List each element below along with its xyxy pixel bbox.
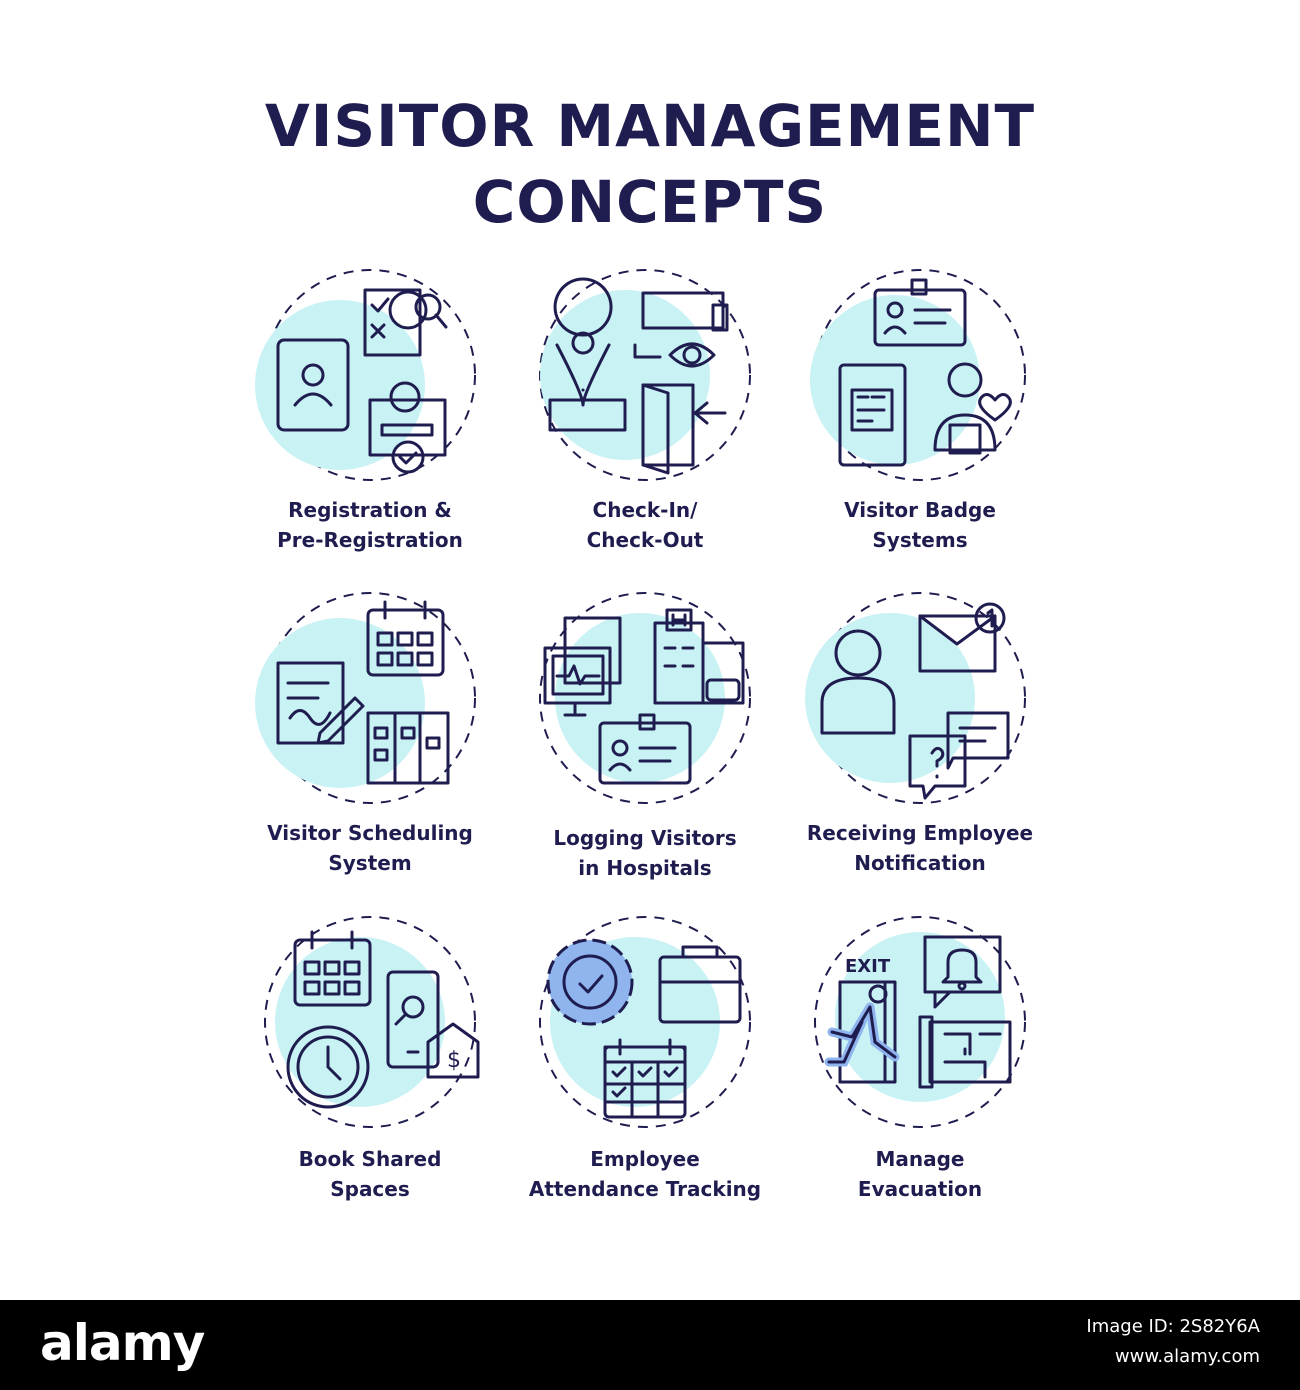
footer-bar: alamy Image ID: 2S82Y6A www.alamy.com [0, 1300, 1300, 1390]
badge-icon [810, 269, 1026, 481]
image-id: Image ID: 2S82Y6A www.alamy.com [1086, 1316, 1260, 1367]
brand-logo: alamy [40, 1314, 205, 1372]
hospital-icon [539, 592, 751, 804]
registration-icon [255, 269, 476, 481]
scheduling-icon [255, 592, 476, 804]
concept-label: Check-In/Check-Out [586, 498, 704, 552]
notification-icon [805, 592, 1026, 804]
check-in-icon [539, 269, 751, 481]
attendance-icon [539, 916, 751, 1128]
evacuation-icon: EXIT [814, 916, 1026, 1128]
page-title: VISITOR MANAGEMENT CONCEPTS [0, 88, 1300, 240]
title-line-2: CONCEPTS [472, 168, 828, 236]
concepts-grid: Registration &Pre-Registration Check-In/… [255, 269, 1034, 1201]
svg-text:$: $ [447, 1048, 461, 1073]
book-spaces-icon: $ [264, 916, 480, 1128]
svg-text:EXIT: EXIT [845, 956, 891, 977]
concept-label: Registration &Pre-Registration [277, 498, 463, 552]
title-line-1: VISITOR MANAGEMENT [264, 92, 1036, 160]
